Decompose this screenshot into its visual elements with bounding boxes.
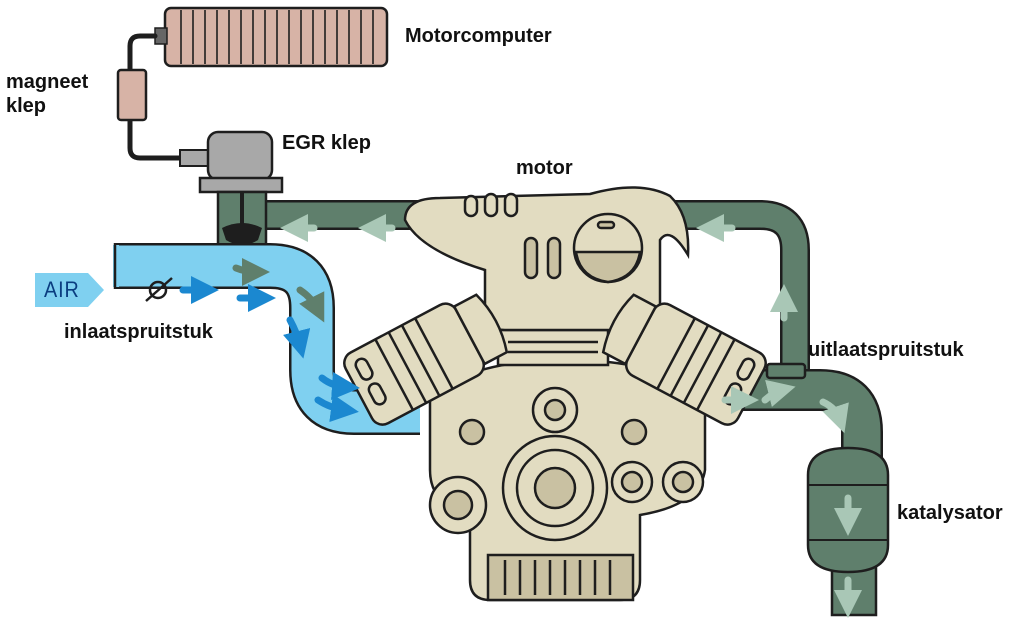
egr-flow-arrows [232,257,325,323]
vacuum-hose [127,33,183,161]
egr-valve [179,130,284,266]
engine [343,186,767,602]
label-inlaatspruitstuk: inlaatspruitstuk [64,321,213,343]
label-air: AIR [44,277,80,302]
air-arrow-icon [35,273,104,307]
exhaust-system [220,200,883,617]
motorcomputer [154,6,389,68]
label-motorcomputer: Motorcomputer [405,25,552,47]
label-katalysator: katalysator [897,502,1003,524]
intake-flow-arrows [179,276,360,423]
magneet-klep-body [116,68,148,122]
label-uitlaatspruitstuk: uitlaatspruitstuk [808,339,964,361]
exhaust-flow-arrows [280,214,862,618]
label-magneet-klep: magneet klep [6,71,89,117]
label-motor: motor [516,157,573,179]
label-egr-klep: EGR klep [282,132,371,154]
throttle-valve-icon [145,277,173,302]
